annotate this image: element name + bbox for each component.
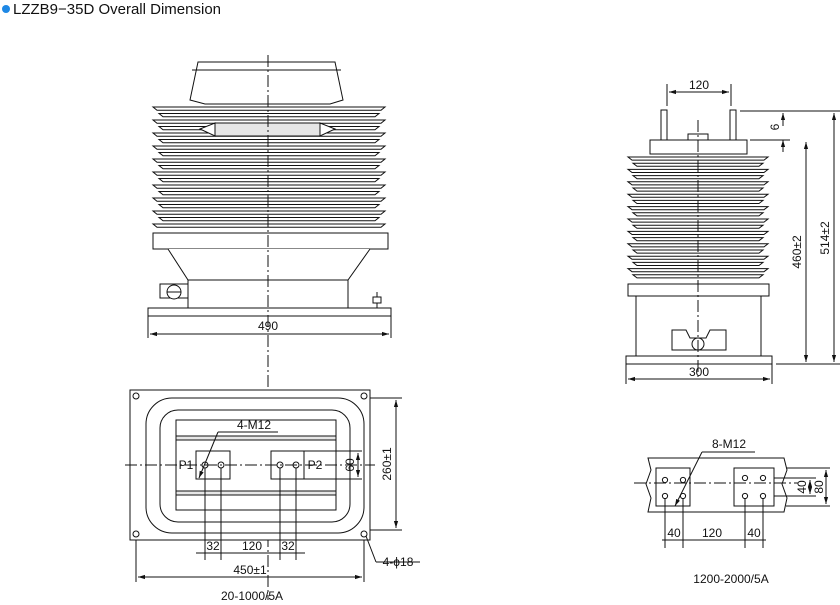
shed-fin (151, 158, 387, 163)
shed-fin (151, 197, 387, 202)
shed-fin (626, 230, 770, 235)
terminal-view (634, 451, 830, 548)
side-cap-height-label: 6 (768, 123, 782, 130)
side-body-height-label: 460±2 (790, 235, 804, 269)
shed-fin (631, 237, 765, 242)
side-top-width-label: 120 (689, 78, 709, 92)
shed-fin (151, 119, 387, 124)
shed-fin (157, 165, 381, 170)
terminal-center-spacing-label: 120 (702, 526, 722, 540)
shed-fin (151, 106, 387, 111)
bullet-icon (2, 5, 10, 13)
title-text: LZZB9−35D Overall Dimension (13, 0, 222, 18)
terminal-thread-label: 8-M12 (712, 437, 746, 451)
shed-fin (631, 175, 765, 180)
shed-fin (157, 139, 381, 144)
side-total-height-label: 514±2 (818, 221, 832, 255)
terminal-pitch-small-label: 40 (795, 480, 809, 494)
plan-view (125, 389, 420, 582)
plan-right-spacing-label: 32 (281, 539, 295, 553)
plan-height-label: 260±1 (380, 447, 394, 481)
shed-fin (157, 191, 381, 196)
shed-fin (151, 145, 387, 150)
shed-fin (631, 212, 765, 217)
shed-fin (151, 171, 387, 176)
side-base-width-label: 300 (689, 365, 709, 379)
plan-thread-label: 4-M12 (237, 418, 271, 432)
plan-p1-label: P1 (179, 458, 194, 472)
page-title: LZZB9−35D Overall Dimension (0, 0, 221, 18)
plan-p2-label: P2 (308, 458, 323, 472)
shed-fin (157, 217, 381, 222)
shed-fin (157, 152, 381, 157)
plan-caption: 20-1000/5A (221, 589, 283, 603)
terminal-caption: 1200-2000/5A (693, 572, 768, 586)
front-width-label: 490 (258, 319, 278, 333)
side-view (625, 84, 840, 384)
shed-fin (151, 210, 387, 215)
terminal-right-spacing-label: 40 (747, 526, 761, 540)
shed-fin (626, 156, 770, 161)
plan-left-spacing-label: 32 (206, 539, 220, 553)
plan-hole-label: 4-ϕ18 (383, 555, 414, 569)
shed-fin (626, 255, 770, 260)
shed-fin (151, 184, 387, 189)
terminal-pitch-large-label: 80 (812, 480, 826, 494)
shed-fin (157, 113, 381, 118)
shed-fin (157, 178, 381, 183)
front-view (147, 55, 392, 600)
shed-fin (157, 204, 381, 209)
terminal-left-spacing-label: 40 (667, 526, 681, 540)
shed-fin (151, 223, 387, 228)
plan-pitch-label: 60 (343, 458, 357, 472)
plan-center-spacing-label: 120 (242, 539, 262, 553)
plan-width-label: 450±1 (233, 563, 267, 577)
